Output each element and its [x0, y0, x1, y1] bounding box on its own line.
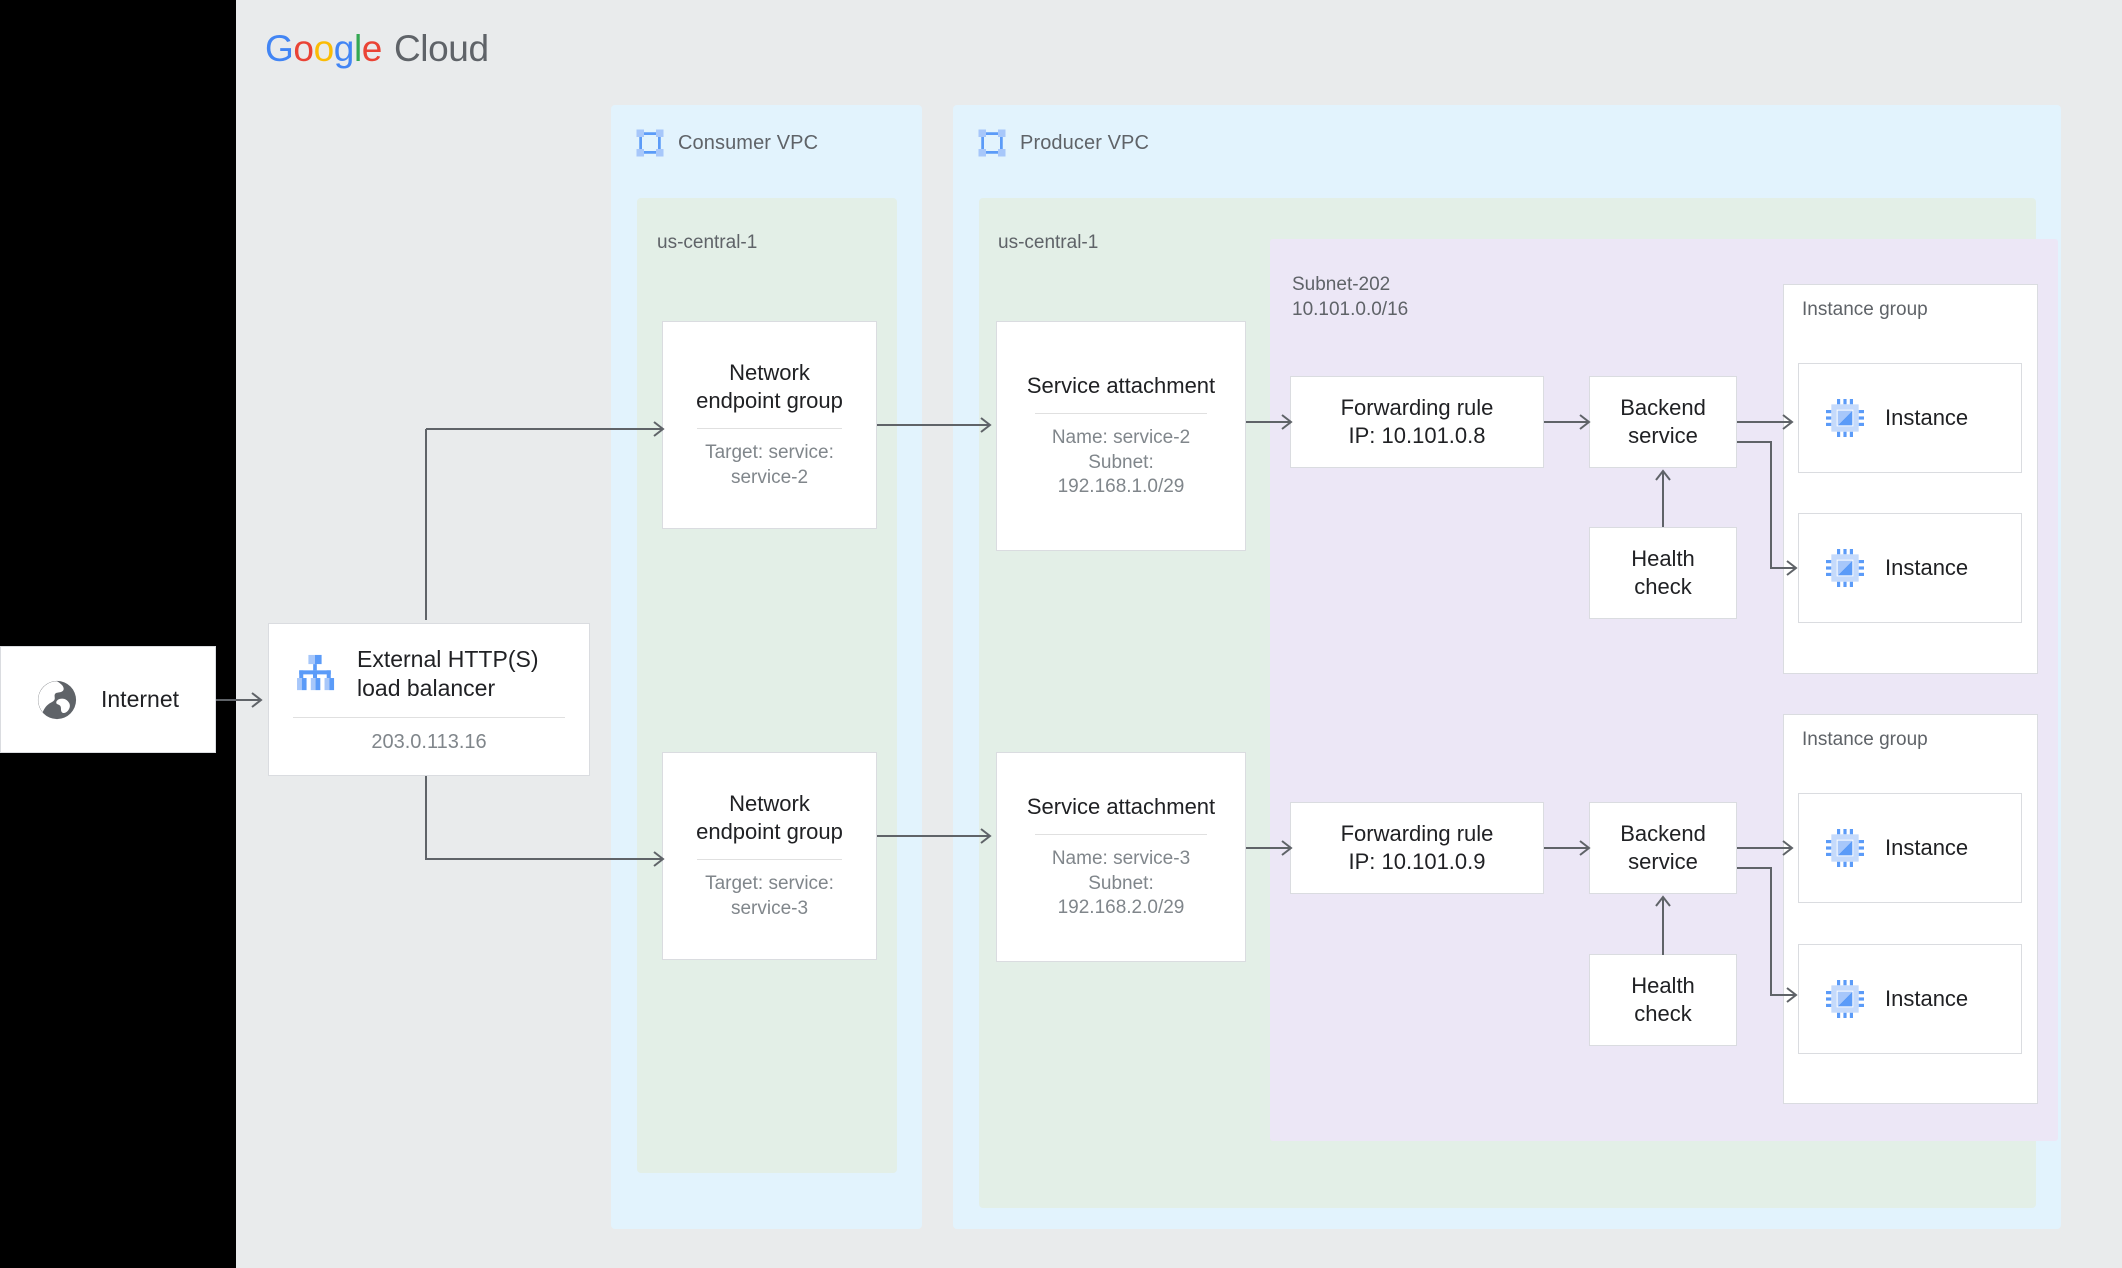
- load-balancer-ip: 203.0.113.16: [371, 730, 487, 753]
- logo-letter-g1: G: [265, 28, 294, 69]
- backend-service-1[interactable]: Backend service: [1589, 376, 1737, 468]
- edge-bs1-to-instance-1-2: [1737, 441, 1798, 576]
- edge-lb-to-neg-1: [425, 421, 665, 620]
- service-attachment-1-details: Name: service-2 Subnet: 192.168.1.0/29: [1051, 427, 1191, 498]
- instance-1-2-label: Instance: [1885, 555, 1969, 580]
- network-endpoint-group-1[interactable]: Network endpoint group Target: service: …: [662, 321, 877, 529]
- service-attachment-2-divider: [1035, 834, 1207, 836]
- globe-icon: [37, 680, 77, 719]
- neg-1-title: Network endpoint group: [696, 360, 843, 414]
- logo-letter-e: e: [361, 28, 383, 69]
- logo-letter-g2: g: [333, 28, 355, 69]
- vm-instance-icon: [1826, 829, 1864, 867]
- neg-1-target: Target: service: service-2: [705, 442, 834, 489]
- edge-sa1-to-fr1: [1246, 414, 1293, 430]
- edge-internet-to-lb: [216, 692, 263, 708]
- vm-instance-icon: [1826, 980, 1864, 1018]
- external-http-load-balancer[interactable]: External HTTP(S) load balancer 203.0.113…: [268, 623, 590, 776]
- producer-vpc-header: Producer VPC: [977, 128, 1149, 158]
- backend-service-1-title: Backend service: [1620, 394, 1706, 448]
- service-attachment-2-title: Service attachment: [1026, 793, 1216, 819]
- consumer-vpc-header: Consumer VPC: [635, 128, 818, 158]
- edge-neg2-to-sa2: [877, 828, 992, 844]
- neg-2-target: Target: service: service-3: [705, 873, 834, 920]
- backend-service-2-title: Backend service: [1620, 820, 1706, 874]
- backend-service-2[interactable]: Backend service: [1589, 802, 1737, 894]
- edge-hc1-to-bs1: [1655, 469, 1671, 527]
- service-attachment-1[interactable]: Service attachment Name: service-2 Subne…: [996, 321, 1246, 551]
- instance-group-2-label: Instance group: [1802, 729, 1928, 750]
- instance-1-2[interactable]: Instance: [1798, 513, 2022, 623]
- edge-lb-to-neg-2: [425, 776, 665, 867]
- load-balancer-title: External HTTP(S) load balancer: [357, 646, 539, 701]
- health-check-2-title: Health check: [1631, 972, 1695, 1026]
- load-balancer-row: External HTTP(S) load balancer: [269, 645, 589, 703]
- network-endpoint-group-2[interactable]: Network endpoint group Target: service: …: [662, 752, 877, 960]
- logo-letter-o2: o: [313, 28, 335, 69]
- health-check-2[interactable]: Health check: [1589, 954, 1737, 1046]
- logo-letter-l: l: [353, 28, 362, 69]
- edge-fr2-to-bs2: [1544, 840, 1591, 856]
- forwarding-rule-2-title: Forwarding rule IP: 10.101.0.9: [1340, 820, 1494, 874]
- edge-bs1-to-instance-1-1: [1737, 414, 1794, 430]
- internet-label: Internet: [101, 686, 179, 712]
- vm-instance-icon: [1826, 549, 1864, 587]
- edge-sa2-to-fr2: [1246, 840, 1293, 856]
- edge-neg1-to-sa1: [877, 417, 992, 433]
- instance-2-2-label: Instance: [1885, 986, 1969, 1011]
- forwarding-rule-1[interactable]: Forwarding rule IP: 10.101.0.8: [1290, 376, 1544, 468]
- instance-1-1-label: Instance: [1885, 405, 1969, 430]
- instance-2-2[interactable]: Instance: [1798, 944, 2022, 1054]
- producer-region-label: us-central-1: [998, 232, 1099, 253]
- load-balancer-icon: [297, 654, 335, 691]
- edge-hc2-to-bs2: [1655, 895, 1671, 955]
- internet-node[interactable]: Internet: [0, 646, 216, 753]
- forwarding-rule-1-title: Forwarding rule IP: 10.101.0.8: [1340, 394, 1494, 448]
- logo-letter-o1: o: [293, 28, 314, 69]
- edge-bs2-to-instance-2-2: [1737, 867, 1798, 1003]
- neg-1-divider: [697, 428, 842, 430]
- vpc-network-icon: [636, 129, 664, 157]
- instance-2-1-label: Instance: [1885, 835, 1969, 860]
- producer-vpc-label: Producer VPC: [1020, 131, 1150, 154]
- logo-word-cloud: Cloud: [393, 28, 489, 69]
- instance-group-1-label: Instance group: [1802, 299, 1928, 320]
- service-attachment-2-details: Name: service-3 Subnet: 192.168.2.0/29: [1051, 848, 1191, 919]
- service-attachment-2[interactable]: Service attachment Name: service-3 Subne…: [996, 752, 1246, 962]
- instance-1-1[interactable]: Instance: [1798, 363, 2022, 473]
- service-attachment-1-divider: [1035, 413, 1207, 415]
- load-balancer-divider: [293, 716, 565, 718]
- vpc-network-icon: [978, 129, 1006, 157]
- edge-bs2-to-instance-2-1: [1737, 840, 1794, 856]
- consumer-vpc-label: Consumer VPC: [678, 131, 819, 154]
- service-attachment-1-title: Service attachment: [1026, 372, 1216, 398]
- health-check-1[interactable]: Health check: [1589, 527, 1737, 619]
- instance-2-1[interactable]: Instance: [1798, 793, 2022, 903]
- neg-2-divider: [697, 859, 842, 861]
- vm-instance-icon: [1826, 399, 1864, 437]
- neg-2-title: Network endpoint group: [696, 791, 843, 845]
- subnet-202-label: Subnet-202 10.101.0.0/16: [1292, 274, 1409, 321]
- consumer-region-label: us-central-1: [657, 232, 758, 253]
- forwarding-rule-2[interactable]: Forwarding rule IP: 10.101.0.9: [1290, 802, 1544, 894]
- health-check-1-title: Health check: [1631, 545, 1695, 599]
- edge-fr1-to-bs1: [1544, 414, 1591, 430]
